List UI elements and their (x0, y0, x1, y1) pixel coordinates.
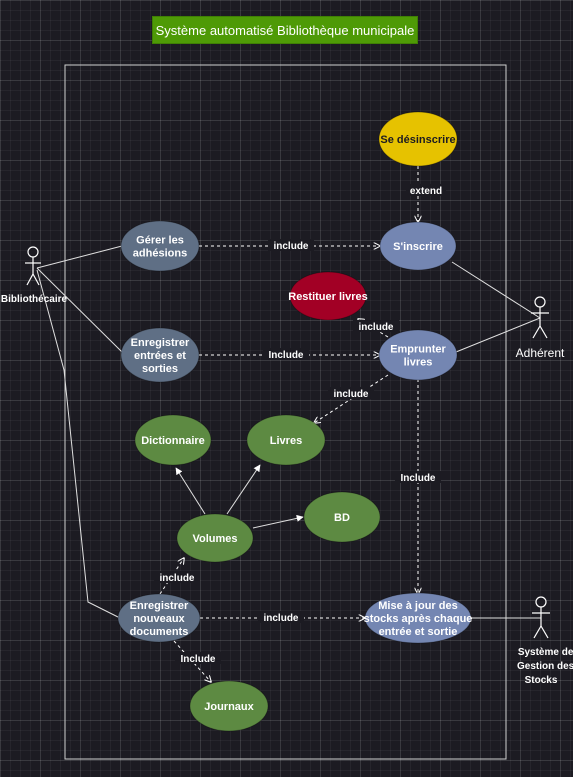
use-case-dictionnaire: Dictionnaire (134, 414, 212, 466)
use-case-livres-ellipse (246, 414, 326, 466)
actor-bibliothecaire-label: Bibliothécaire (1, 294, 68, 305)
actor-adherent-figure (531, 296, 549, 339)
assoc-biblio-enregistrer-docs (36, 269, 121, 619)
use-case-enregistrer-es-ellipse (120, 327, 200, 383)
system-boundary (64, 64, 507, 760)
edge-label-bg-include-emprunter-livres (328, 387, 374, 399)
use-case-sinscrire: S'inscrire (379, 221, 457, 271)
edge-label-bg-extend (406, 184, 446, 196)
use-case-dictionnaire-ellipse (134, 414, 212, 466)
assoc-biblio-gerer (36, 245, 123, 269)
edge-label-include-restituer: include (358, 322, 393, 333)
use-case-bd: BD (303, 491, 381, 543)
edge-label-include-emprunter-livres: include (333, 389, 368, 400)
use-case-emprunter-label: Emprunter (390, 344, 446, 356)
use-case-sinscrire-ellipse (379, 221, 457, 271)
use-case-se-desinscrire: Se désinscrire (378, 111, 458, 167)
edge-label-bg-include-enregistrer (263, 348, 309, 360)
rel-volumes-livres (226, 464, 261, 515)
use-case-emprunter-label: livres (404, 357, 433, 369)
edge-label-include-docs-maj: include (263, 613, 298, 624)
use-case-mise-a-jour-label: stocks après chaque (364, 613, 473, 625)
assoc-sinscrire-adherent (451, 261, 541, 319)
edge-label-include-gerer: include (273, 241, 308, 252)
edge-label-include-enregistrer: Include (268, 350, 303, 361)
use-case-gerer-adhesions-label: Gérer les (136, 235, 184, 247)
edge-label-bg-include-gerer (268, 239, 314, 251)
rel-volumes-bd (252, 514, 304, 529)
use-case-enregistrer-es-label: sorties (142, 363, 178, 375)
use-case-journaux-label: Journaux (204, 701, 254, 713)
use-case-volumes-ellipse (176, 513, 254, 563)
use-case-enregistrer-docs-ellipse (117, 593, 201, 643)
edge-label-bg-include-restituer (353, 320, 399, 332)
actor-stocks-label-line-3: Stocks (525, 675, 558, 686)
use-case-gerer-adhesions-ellipse (120, 220, 200, 272)
edge-label-bg-include-docs-journaux (175, 652, 221, 664)
actor-stocks-label-line-2: Gestion des (517, 661, 573, 672)
edge-label-bg-include-docs-volumes (154, 571, 200, 583)
use-case-enregistrer-docs-label: documents (130, 626, 189, 638)
use-case-livres: Livres (246, 414, 326, 466)
use-case-bd-ellipse (303, 491, 381, 543)
use-case-volumes: Volumes (176, 513, 254, 563)
use-case-enregistrer-docs-label: nouveaux (133, 613, 185, 625)
use-case-se-desinscrire-ellipse (378, 111, 458, 167)
assoc-biblio-enregistrer-es (36, 267, 123, 353)
rel-volumes-dictionnaire (175, 467, 206, 515)
actor-stocks-label: Système de Gestion des Stocks (517, 647, 573, 686)
use-case-volumes-label: Volumes (192, 533, 237, 545)
actor-stocks-label-line-1: Système de (518, 647, 573, 658)
use-case-mise-a-jour-ellipse (364, 592, 472, 644)
assoc-emprunter-adherent (455, 317, 541, 353)
use-case-restituer: Restituer livres (288, 271, 368, 321)
use-case-restituer-ellipse (289, 271, 367, 321)
actor-adherent-label: Adhérent (516, 346, 565, 360)
rel-include-docs-volumes (159, 558, 184, 595)
use-case-enregistrer-docs-label: Enregistrer (130, 600, 189, 612)
edge-label-include-emprunter-maj: Include (400, 473, 435, 484)
use-case-emprunter-ellipse (378, 329, 458, 381)
use-case-mise-a-jour-label: Mise à jour des (378, 600, 457, 612)
use-case-restituer-label: Restituer livres (288, 291, 367, 303)
use-case-journaux-ellipse (189, 680, 269, 732)
edge-label-extend: extend (410, 186, 442, 197)
use-case-bd-label: BD (334, 512, 350, 524)
actor-stocks-figure (532, 596, 550, 639)
use-case-gerer-adhesions-label: adhésions (133, 248, 187, 260)
use-case-mise-a-jour-label: entrée et sortie (379, 626, 458, 638)
edge-label-bg-include-docs-maj (258, 611, 304, 623)
use-case-se-desinscrire-label: Se désinscrire (380, 134, 455, 146)
use-case-enregistrer-es-label: Enregistrer (131, 337, 190, 349)
use-case-sinscrire-label: S'inscrire (393, 241, 443, 253)
edge-label-include-docs-volumes: include (159, 573, 194, 584)
use-case-enregistrer-es-label: entrées et (134, 350, 186, 362)
diagram-title: Système automatisé Bibliothèque municipa… (152, 16, 418, 44)
use-case-journaux: Journaux (189, 680, 269, 732)
actor-bibliothecaire-figure (25, 246, 41, 286)
use-case-dictionnaire-label: Dictionnaire (141, 435, 205, 447)
edge-label-bg-include-emprunter-maj (395, 471, 441, 483)
use-case-livres-label: Livres (270, 435, 302, 447)
edge-label-include-docs-journaux: Include (180, 654, 215, 665)
